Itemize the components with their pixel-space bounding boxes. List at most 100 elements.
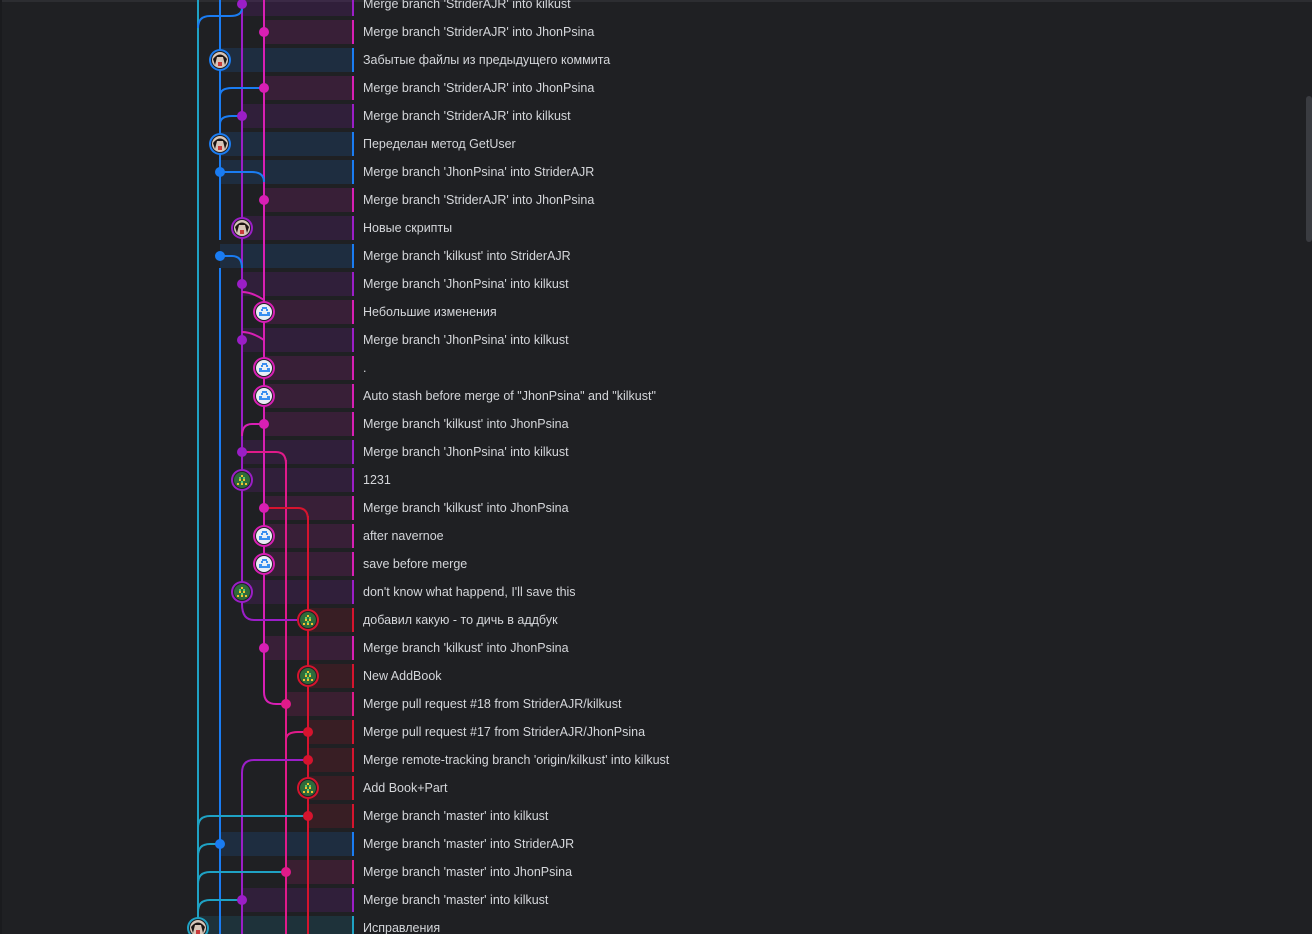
commit-node [253,357,275,379]
commit-dot [237,0,247,9]
commit-dot [303,811,313,821]
commit-node [259,643,269,653]
commit-row-edge [352,216,354,240]
commit-row[interactable]: Merge branch 'StriderAJR' into JhonPsina [352,76,1252,100]
commit-node [209,49,231,71]
commit-message: don't know what happend, I'll save this [363,585,576,599]
row-band [264,76,354,100]
commit-row[interactable]: Merge branch 'master' into kilkust [352,804,1252,828]
row-band [308,748,354,772]
commit-message: save before merge [363,557,468,571]
commit-message: Add Book+Part [363,781,448,795]
commit-row-edge [352,440,354,464]
pixel [303,623,305,625]
commit-node [303,755,313,765]
pixel [309,673,311,675]
row-band [242,580,354,604]
commit-row-edge [352,0,354,16]
commit-dot [259,195,269,205]
commit-row[interactable]: Merge branch 'JhonPsina' into kilkust [352,272,1252,296]
commit-row-edge [352,188,354,212]
commit-row[interactable]: after navernoe [352,524,1252,548]
commit-row[interactable]: Merge branch 'StriderAJR' into kilkust [352,0,1252,16]
commit-row[interactable]: Merge branch 'kilkust' into StriderAJR [352,244,1252,268]
commit-row[interactable]: Merge pull request #17 from StriderAJR/J… [352,720,1252,744]
pixel [307,621,309,623]
commit-row-edge [352,356,354,380]
commit-row[interactable]: Merge branch 'JhonPsina' into kilkust [352,440,1252,464]
pixel [265,363,267,365]
commit-node [297,777,319,799]
commit-row[interactable]: добавил какую - то дичь в аддбук [352,608,1252,632]
commit-row-edge [352,496,354,520]
branch-curve-blue [219,115,242,125]
pixel [309,617,311,619]
commit-node [281,699,291,709]
pixel [265,559,267,561]
commit-row[interactable]: don't know what happend, I'll save this [352,580,1252,604]
commit-message: after navernoe [363,529,444,543]
commit-node [215,839,225,849]
commit-row-edge [352,860,354,884]
commit-row[interactable]: Merge branch 'StriderAJR' into JhonPsina [352,188,1252,212]
commit-row[interactable]: Merge branch 'master' into kilkust [352,888,1252,912]
commit-row[interactable]: . [352,356,1252,380]
commit-dot [259,27,269,37]
commit-row[interactable]: Merge branch 'StriderAJR' into kilkust [352,104,1252,128]
pixel [307,677,309,679]
avatar-mouth [240,230,244,234]
commit-row[interactable]: Merge branch 'master' into JhonPsina [352,860,1252,884]
commit-row[interactable]: Забытые файлы из предыдущего коммита [352,48,1252,72]
pixel [307,615,309,617]
pixel [241,587,243,589]
pixel [307,671,309,673]
commit-row-edge [352,244,354,268]
commit-row[interactable]: Небольшие изменения [352,300,1252,324]
commit-row[interactable]: Merge branch 'StriderAJR' into JhonPsina [352,20,1252,44]
pixel [241,483,243,485]
commit-row[interactable]: Merge branch 'master' into StriderAJR [352,832,1252,856]
commit-row[interactable]: Auto stash before merge of "JhonPsina" a… [352,384,1252,408]
commit-row[interactable]: Merge pull request #18 from StriderAJR/k… [352,692,1252,716]
row-band [286,692,354,716]
scrollbar-thumb[interactable] [1306,96,1312,242]
row-band [264,384,354,408]
commit-row[interactable]: Merge branch 'kilkust' into JhonPsina [352,412,1252,436]
commit-row[interactable]: Новые скрипты [352,216,1252,240]
commit-message: Merge branch 'JhonPsina' into kilkust [363,445,569,459]
commit-row[interactable]: Переделан метод GetUser [352,132,1252,156]
pixel [243,477,245,479]
row-band [264,356,354,380]
commit-row[interactable]: Merge branch 'JhonPsina' into StriderAJR [352,160,1252,184]
commit-row-edge [352,580,354,604]
pixel [261,365,263,367]
commit-row[interactable]: Исправления [352,916,1252,934]
commit-row-edge [352,328,354,352]
commit-row[interactable]: save before merge [352,552,1252,576]
commit-node [231,217,253,239]
commit-node [259,195,269,205]
left-border [0,0,2,934]
commit-row[interactable]: Merge branch 'JhonPsina' into kilkust [352,328,1252,352]
commit-dot [237,335,247,345]
commit-row[interactable]: Add Book+Part [352,776,1252,800]
pixel [260,312,262,314]
commit-row[interactable]: Merge branch 'kilkust' into JhonPsina [352,636,1252,660]
commit-row[interactable]: New AddBook [352,664,1252,688]
commit-row-edge [352,748,354,772]
commit-node [303,727,313,737]
commit-row-edge [352,636,354,660]
commit-row[interactable]: Merge branch 'kilkust' into JhonPsina [352,496,1252,520]
commit-row-edge [352,888,354,912]
branch-curve-blue [220,171,265,183]
commit-message: Merge branch 'master' into JhonPsina [363,865,573,879]
commit-row[interactable]: 1231 [352,468,1252,492]
commit-message: Забытые файлы из предыдущего коммита [363,53,611,67]
branch-curve-teal [197,899,242,913]
commit-row-edge [352,384,354,408]
commit-node [237,279,247,289]
commit-row[interactable]: Merge remote-tracking branch 'origin/kil… [352,748,1252,772]
commit-node [215,167,225,177]
